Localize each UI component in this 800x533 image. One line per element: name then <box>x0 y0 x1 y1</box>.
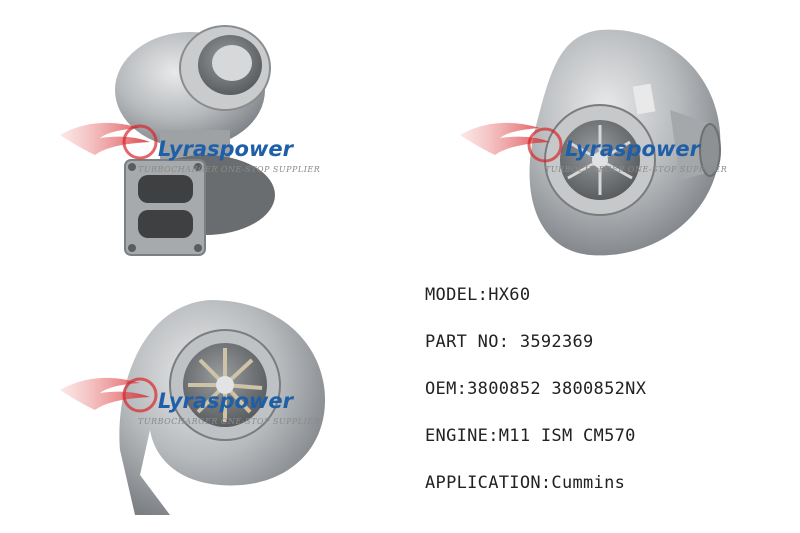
lyraspower-logo: Lyraspower TURBOCHARGER ONE-STOP SUPPLIE… <box>60 122 320 174</box>
spec-engine: ENGINE:M11 ISM CM570 <box>425 426 636 446</box>
turbo-wheel-view-photo: Lyraspower TURBOCHARGER ONE-STOP SUPPLIE… <box>40 290 340 520</box>
watermark-tagline: TURBOCHARGER ONE-STOP SUPPLIER <box>138 417 320 426</box>
spec-list: MODEL:HX60 PART NO: 3592369 OEM:3800852 … <box>425 280 795 515</box>
watermark-brand: Lyraspower <box>158 137 295 161</box>
spec-oem: OEM:3800852 3800852NX <box>425 379 647 399</box>
lyraspower-logo: Lyraspower TURBOCHARGER ONE-STOP SUPPLIE… <box>60 377 320 426</box>
watermark-brand: Lyraspower <box>158 389 295 413</box>
watermark-tagline: TURBOCHARGER ONE-STOP SUPPLIER <box>138 165 320 174</box>
lyraspower-logo: Lyraspower TURBOCHARGER ONE-STOP SUPPLIE… <box>460 122 727 174</box>
turbo-side-view-photo: Lyraspower TURBOCHARGER ONE-STOP SUPPLIE… <box>40 10 340 260</box>
spec-model: MODEL:HX60 <box>425 285 531 305</box>
watermark-brand: Lyraspower <box>565 137 702 161</box>
spec-part-no: PART NO: 3592369 <box>425 332 594 352</box>
spec-application: APPLICATION:Cummins <box>425 473 626 493</box>
turbo-compressor-view-photo: Lyraspower TURBOCHARGER ONE-STOP SUPPLIE… <box>440 10 750 260</box>
watermark-tagline: TURBOCHARGER ONE-STOP SUPPLIER <box>545 165 727 174</box>
